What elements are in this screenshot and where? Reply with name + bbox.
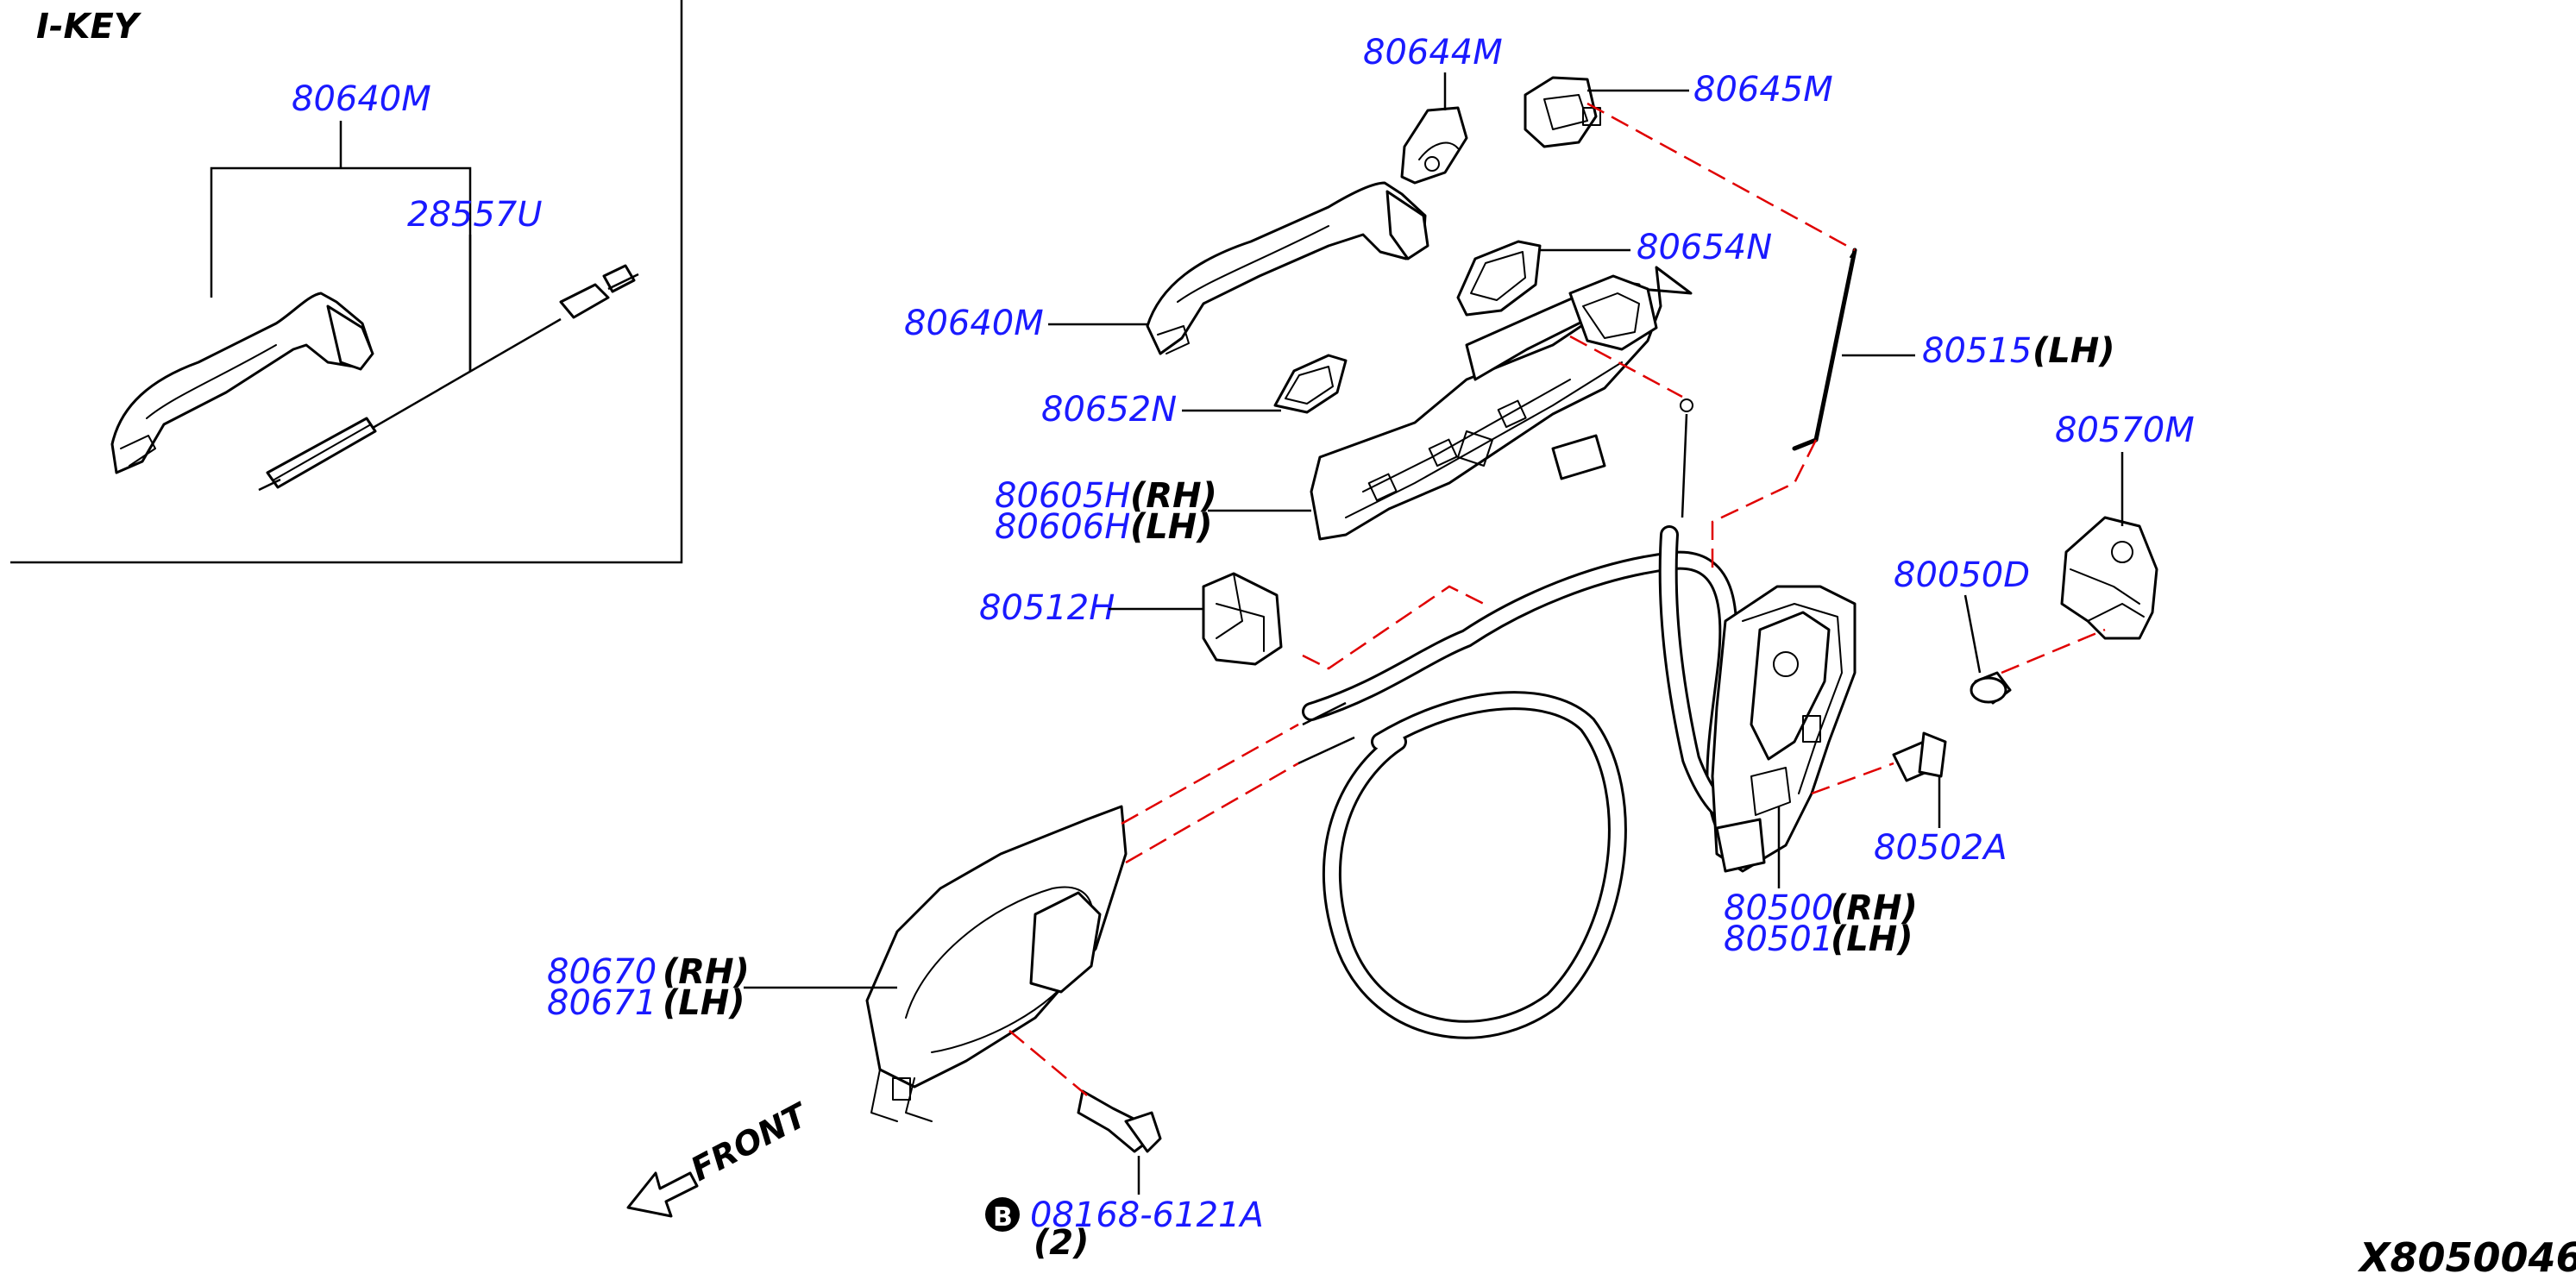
part-label-80640m-inset[interactable]: 80640M: [292, 79, 431, 119]
part-label-80640m[interactable]: 80640M: [904, 304, 1044, 343]
side-label-80501: (LH): [1831, 919, 1913, 959]
outside-handle-inset-drawing: [110, 292, 374, 474]
gasket-80654n-drawing: [1456, 240, 1542, 317]
part-label-80652n[interactable]: 80652N: [1041, 390, 1177, 430]
part-label-80570m[interactable]: 80570M: [2055, 411, 2195, 450]
diagram-id: X8050046: [2357, 1234, 2576, 1280]
bolt-badge: [985, 1197, 1020, 1232]
door-lock-actuator-80500-drawing: [1711, 585, 1857, 873]
part-label-80501[interactable]: 80501: [1724, 919, 1833, 959]
side-label-80605h: (RH): [1130, 476, 1217, 516]
qty-label-08168: (2): [1034, 1223, 1089, 1263]
part-label-80512h[interactable]: 80512H: [979, 588, 1115, 628]
antenna-cable-inset-drawing: [258, 264, 639, 492]
key-cylinder-cap-80645m-drawing: [1524, 76, 1601, 148]
bolt-08168-drawing: [1077, 1089, 1162, 1195]
front-label: FRONT: [685, 1095, 816, 1188]
part-label-80500[interactable]: 80500: [1724, 888, 1833, 928]
part-label-80670[interactable]: 80670: [547, 952, 657, 992]
part-label-80050d[interactable]: 80050D: [1894, 555, 2030, 595]
part-label-80645m[interactable]: 80645M: [1693, 70, 1833, 110]
part-label-80671[interactable]: 80671: [547, 983, 657, 1023]
part-label-80654n[interactable]: 80654N: [1637, 228, 1772, 267]
side-label-80515: (LH): [2033, 331, 2115, 371]
inset-border: [10, 0, 683, 564]
side-label-80671: (LH): [663, 983, 745, 1023]
handle-escutcheon-80644m-drawing: [1400, 106, 1468, 185]
handle-frame-80605h-drawing: [1310, 266, 1693, 541]
front-direction-arrow: FRONT: [626, 1095, 816, 1218]
part-label-28557u[interactable]: 28557U: [407, 195, 543, 235]
side-label-80606h: (LH): [1130, 507, 1213, 547]
outside-handle-drawing: [1146, 181, 1429, 355]
part-label-80644m[interactable]: 80644M: [1363, 33, 1503, 72]
i-key-inset: I-KEY 80640M 28557U: [10, 0, 683, 564]
gasket-80652n-drawing: [1273, 354, 1348, 414]
screw-80502a-drawing: [1892, 731, 1947, 782]
part-label-80515[interactable]: 80515: [1922, 331, 2032, 371]
side-label-80500: (RH): [1831, 888, 1918, 928]
cable-clip-80512h-drawing: [1202, 572, 1283, 666]
side-label-80670: (RH): [663, 952, 750, 992]
part-label-08168[interactable]: 08168-6121A: [1030, 1195, 1264, 1235]
assembly-guide-lines: [1008, 102, 2106, 1096]
bolt-badge-letter: B: [993, 1202, 1013, 1233]
striker-80570m-drawing: [2060, 516, 2158, 640]
part-label-80502a[interactable]: 80502A: [1874, 828, 2007, 868]
inside-handle-80670-drawing: [865, 805, 1128, 1122]
screw-80050d-drawing: [1970, 671, 2012, 705]
inset-title: I-KEY: [36, 7, 142, 47]
part-label-80606h[interactable]: 80606H: [995, 507, 1130, 547]
lock-rod-80515-drawing: [1792, 248, 1857, 451]
part-labels: 80644M 80645M 80654N 80640M 80515 (LH) 8…: [547, 33, 2195, 1263]
part-label-80605h[interactable]: 80605H: [995, 476, 1130, 516]
